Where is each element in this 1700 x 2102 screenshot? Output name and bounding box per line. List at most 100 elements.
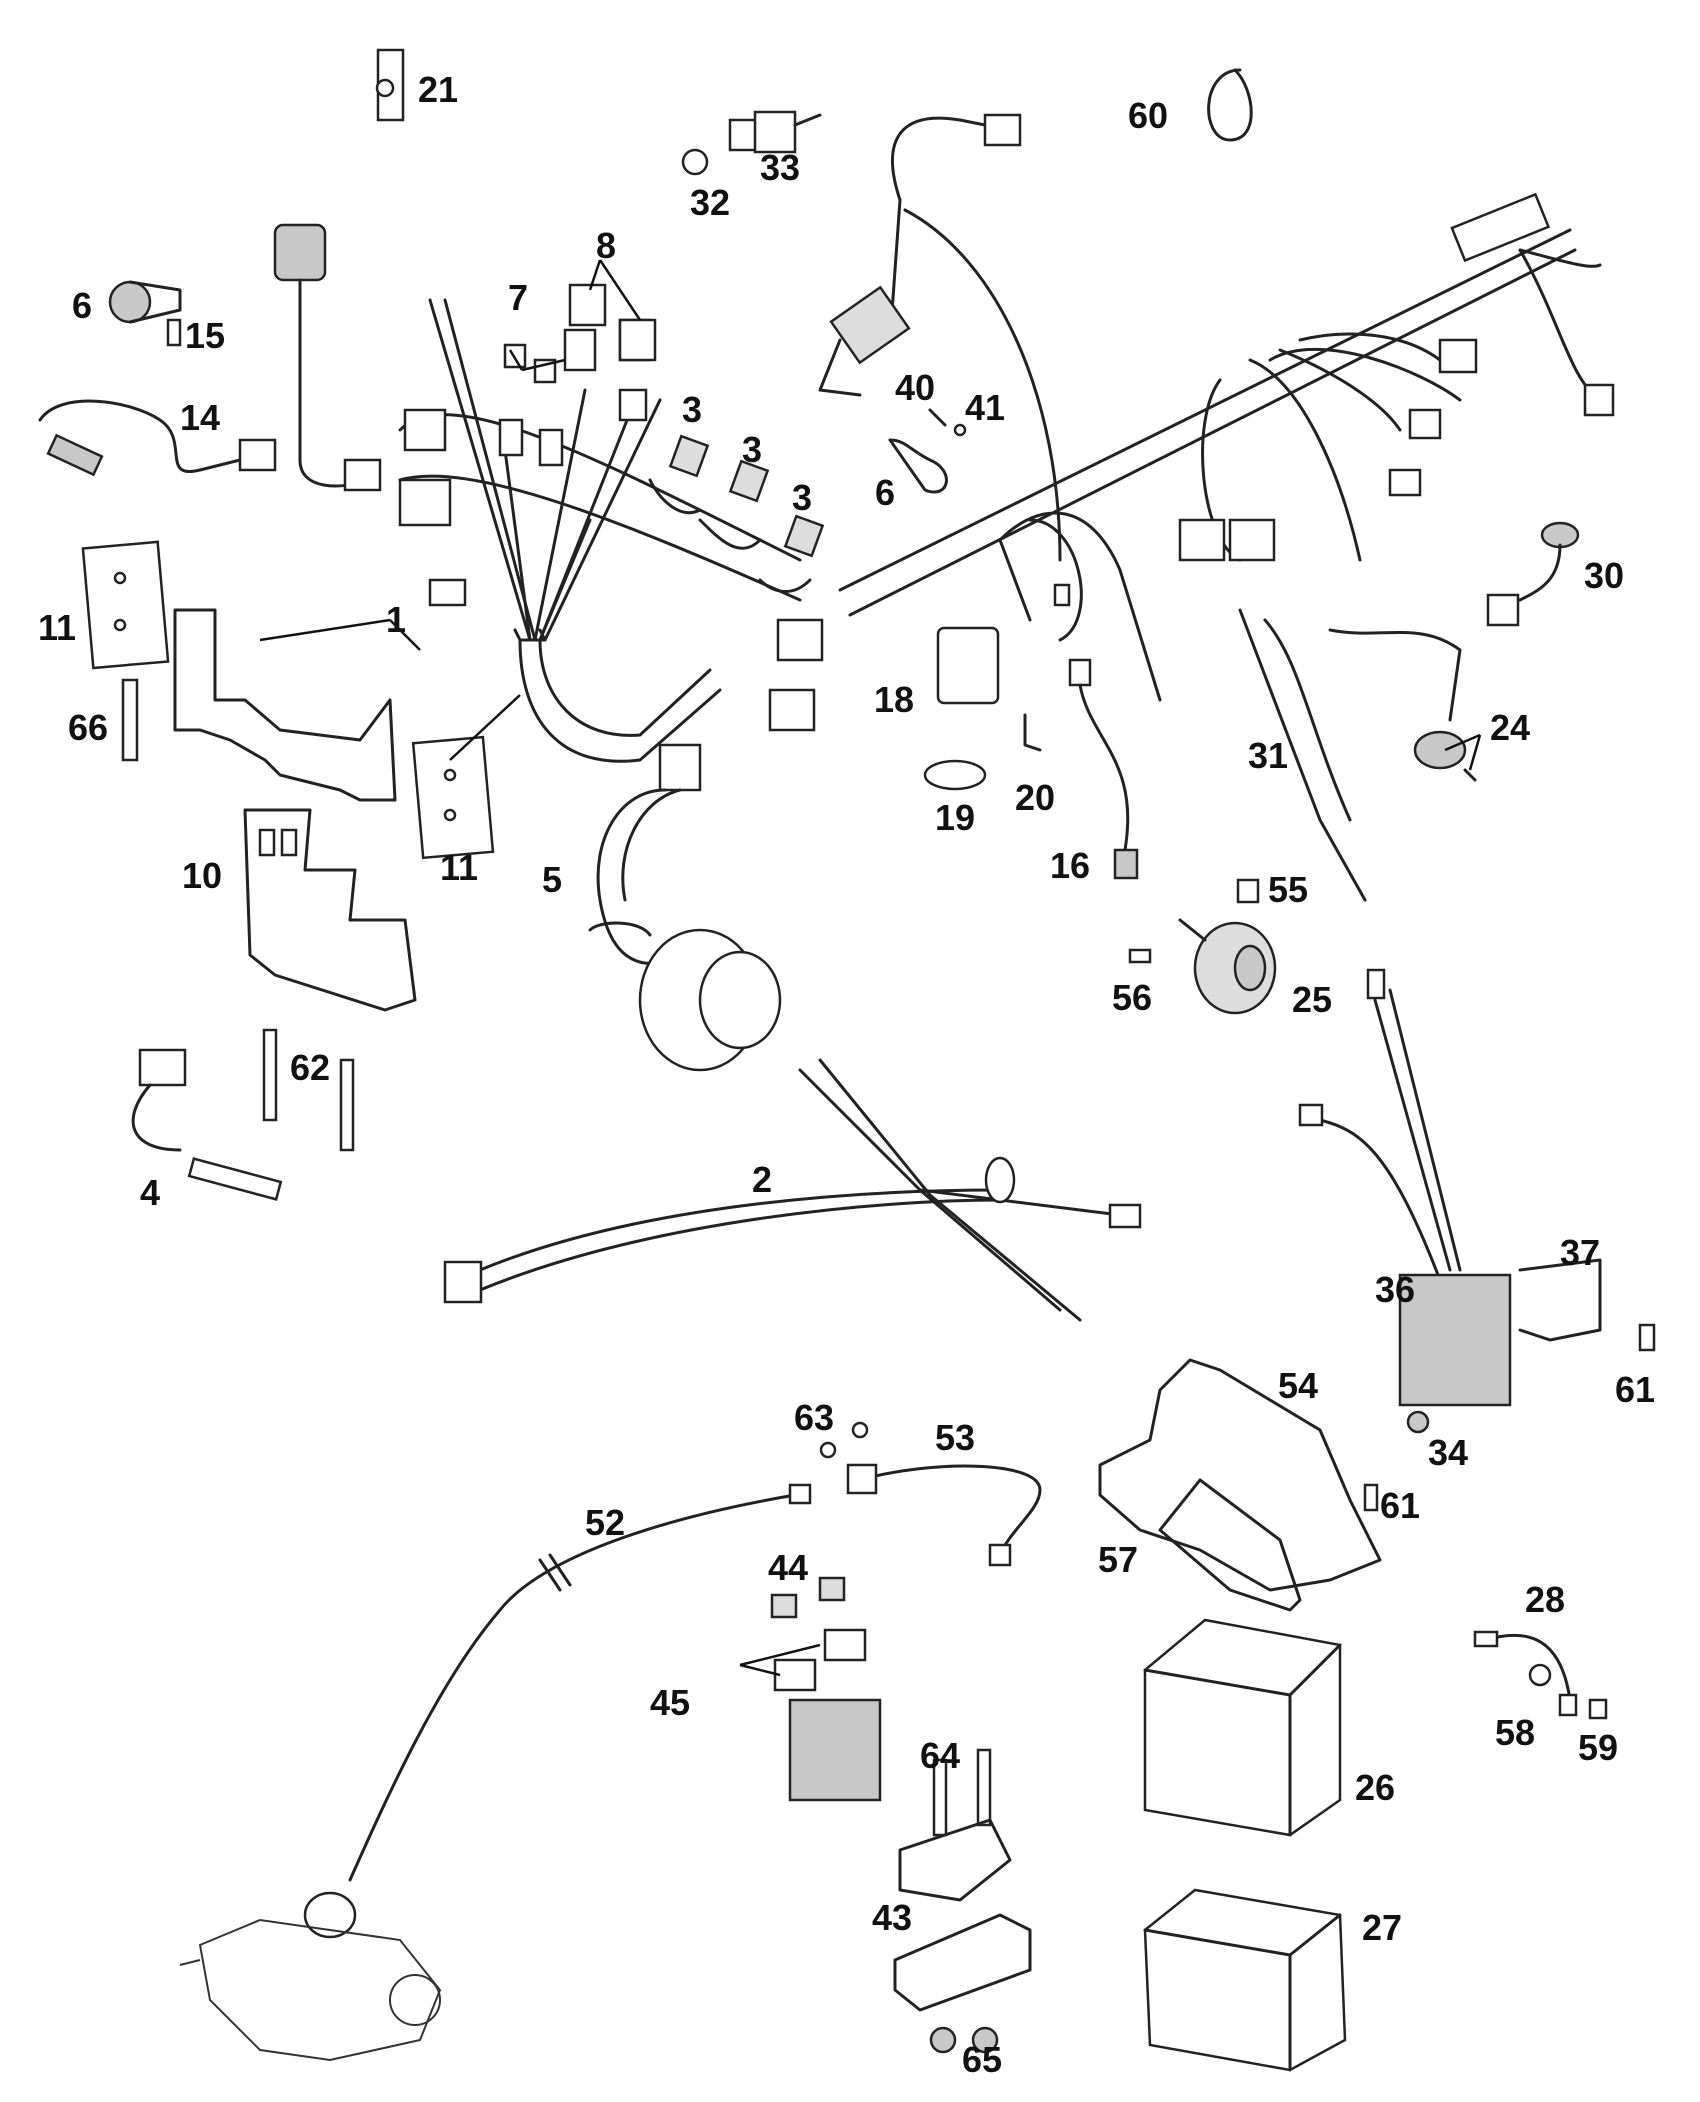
part-56-screw [1128,948,1152,964]
part-10-guard-plate [243,808,417,1012]
part-36-regulator [1298,968,1512,1407]
callout-26: 26 [1355,1767,1395,1808]
part-41-washer [953,423,967,437]
part-54-battery-cover [1098,1358,1382,1592]
callout-5: 5 [542,859,562,900]
callout-66: 66 [68,707,108,748]
part-60-cable-tie [1207,68,1253,142]
callout-3c: 3 [792,477,812,518]
callout-40: 40 [895,367,935,408]
part-57-cover-plate [1158,1478,1302,1612]
callout-53: 53 [935,1417,975,1458]
part-44-seals [770,1576,846,1619]
callout-7: 7 [508,277,528,318]
pickup-coil-sensor [273,223,382,492]
callout-56: 56 [1112,977,1152,1018]
part-33-switch [728,110,822,154]
part-59-screw [1588,1698,1608,1720]
callout-33: 33 [760,147,800,188]
callout-11b: 11 [440,847,478,888]
starter-motor [179,1918,442,2062]
callout-41: 41 [965,387,1005,428]
part-63-screws [819,1421,869,1459]
callout-37: 37 [1560,1232,1600,1273]
callout-3b: 3 [742,429,762,470]
part-58-washer [1528,1663,1552,1687]
callout-25: 25 [1292,979,1332,1020]
part-18-capacitor [936,626,1000,705]
callout-57: 57 [1098,1539,1138,1580]
part-4-key-switch [131,1048,283,1201]
callout-19: 19 [935,797,975,838]
callout-21: 21 [418,69,458,110]
callout-30: 30 [1584,555,1624,596]
callout-52: 52 [585,1502,625,1543]
part-32-washer [681,148,709,176]
callout-3: 3 [682,389,702,430]
part-6-clamp-lower [888,438,948,494]
part-16-sender [1068,658,1139,880]
callout-60: 60 [1128,95,1168,136]
part-65-nuts [929,2026,999,2054]
part-19-ring [923,759,987,791]
callout-31: 31 [1248,735,1288,776]
callout-32: 32 [690,182,730,223]
callout-20: 20 [1015,777,1055,818]
callout-27: 27 [1362,1907,1402,1948]
callout-8: 8 [596,225,616,266]
part-30-switch [1486,521,1580,627]
leader-lines [259,259,1482,1677]
callout-2: 2 [752,1159,772,1200]
part-2-harness [443,1058,1142,1322]
main-harness-trunk [838,192,1615,702]
callout-54: 54 [1278,1365,1318,1406]
callout-4: 4 [140,1172,160,1213]
callout-65: 65 [962,2039,1002,2080]
callout-55: 55 [1268,869,1308,910]
callout-11: 11 [38,607,76,648]
callout-44: 44 [768,1547,808,1588]
part-61-screw-upper [1638,1323,1656,1352]
callout-61: 61 [1615,1369,1655,1410]
part-20-clip [1023,713,1042,752]
part-27-battery-tray [1143,1888,1347,2072]
part-37-bracket [1518,1258,1602,1342]
callout-16: 16 [1050,845,1090,886]
callout-6: 6 [72,285,92,326]
main-wiring-harness [398,298,824,763]
callout-62: 62 [290,1047,330,1088]
callout-63: 63 [794,1397,834,1438]
callout-59: 59 [1578,1727,1618,1768]
callout-1: 1 [386,599,406,640]
part-61-screw-lower [1363,1483,1379,1512]
part-26-battery [1143,1618,1342,1837]
part-15-screw [166,318,182,347]
part-64-bolts [932,1748,992,1837]
callout-58: 58 [1495,1712,1535,1753]
part-24-sensor [1328,628,1477,782]
part-66-sleeve [121,678,139,762]
part-5-handlebar-switch [588,743,782,1072]
callout-10: 10 [182,855,222,896]
part-45-relay [773,1628,882,1802]
part-34-nut [1406,1410,1430,1434]
callout-36: 36 [1375,1269,1415,1310]
part-31-cable [1238,608,1367,902]
part-43-relay-bracket [893,1818,1032,2012]
part-3-seals [648,434,825,594]
part-6-clamp [108,280,182,324]
part-11-pad-lower [411,735,495,860]
part-21-sensor [375,48,405,122]
callout-43: 43 [872,1897,912,1938]
harness-bracket [173,608,397,802]
part-8-connectors [568,283,657,362]
part-52-starter-cable [303,1483,812,1939]
callout-labels: 21 60 33 32 8 7 6 15 14 3 3 3 40 41 6 1 … [38,69,1655,2080]
callout-64: 64 [920,1735,960,1776]
callout-45: 45 [650,1682,690,1723]
part-14-sensor-lead [38,399,277,477]
callout-24: 24 [1490,707,1530,748]
part-11-pad-upper [81,540,170,670]
callout-34: 34 [1428,1432,1468,1473]
